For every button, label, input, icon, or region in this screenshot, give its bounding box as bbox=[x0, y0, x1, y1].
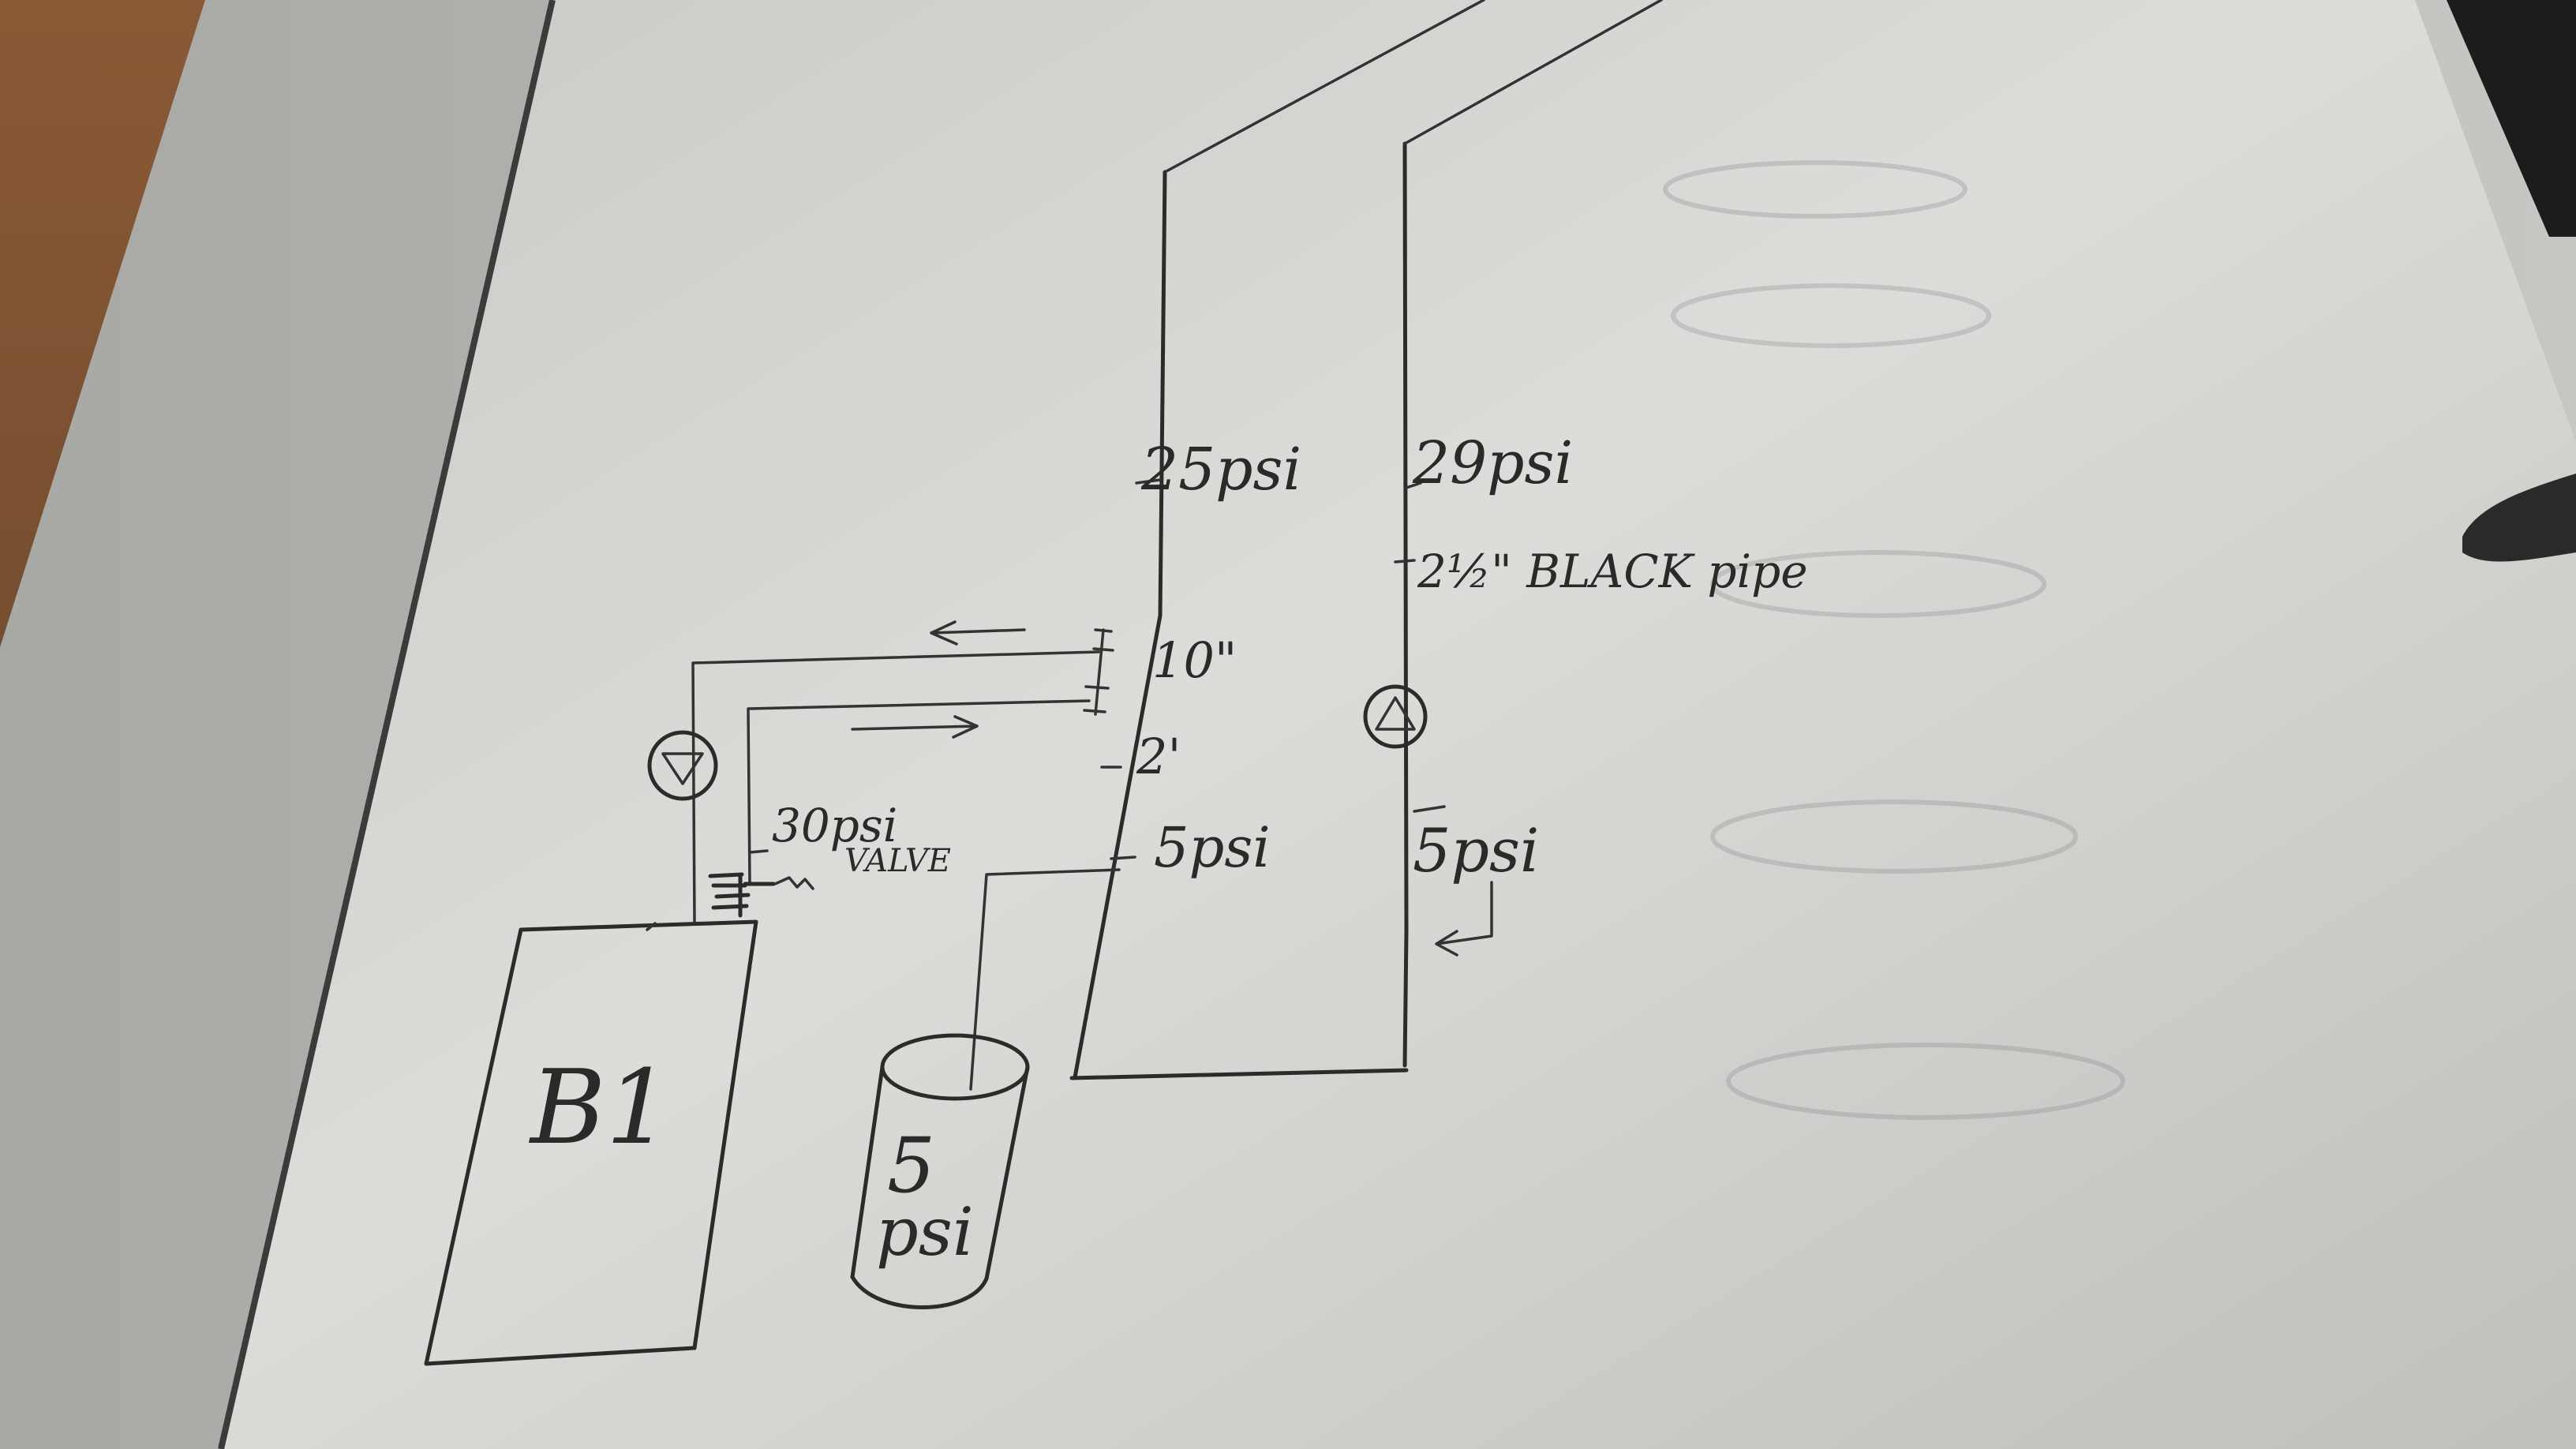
left-perspective-line bbox=[1163, 0, 1485, 174]
tick-29psi bbox=[1405, 481, 1422, 489]
expansion-tank-bottom bbox=[850, 1275, 989, 1309]
tick-pipe-spec bbox=[1394, 559, 1416, 564]
expansion-tank-body bbox=[850, 1065, 1030, 1281]
label-pipe-spec: 2½" BLACK pipe bbox=[1417, 545, 1808, 598]
circulator-pump-right bbox=[1363, 684, 1428, 749]
pump-left-triangle bbox=[661, 752, 704, 785]
right-perspective-line bbox=[1403, 0, 1663, 145]
expansion-tank-pipe bbox=[969, 868, 1121, 1091]
label-tee-distance: 2' bbox=[1136, 728, 1181, 785]
label-30psi: 30psi bbox=[772, 799, 897, 852]
flow-arrow-left bbox=[930, 620, 1026, 646]
tick-30psi bbox=[748, 849, 769, 854]
tee-marks bbox=[1083, 628, 1114, 716]
label-tank-line2: psi bbox=[876, 1193, 974, 1271]
relief-valve-icon bbox=[708, 872, 776, 918]
binder-spine bbox=[2447, 0, 2576, 237]
valve-discharge bbox=[773, 876, 814, 890]
bottom-pipe bbox=[1069, 1068, 1409, 1080]
right-pressure-arrow bbox=[1435, 881, 1493, 957]
sketch-labels: 25psi 29psi 2½" BLACK pipe 10" 2' 5psi 5… bbox=[529, 429, 1808, 1271]
binder-ring bbox=[2462, 474, 2576, 562]
label-right-5psi: 5psi bbox=[1413, 815, 1539, 886]
piping-sketch bbox=[424, 0, 1663, 1366]
bleed-through-marks bbox=[1663, 160, 2125, 1120]
page-edge bbox=[218, 0, 556, 1449]
pump-right-triangle bbox=[1375, 696, 1416, 731]
flow-arrow-right bbox=[851, 715, 979, 739]
label-29psi: 29psi bbox=[1412, 429, 1573, 497]
right-pressure-bracket bbox=[1413, 805, 1446, 813]
boiler-feed-pipe bbox=[646, 922, 657, 931]
supply-pipe-upper bbox=[691, 650, 1100, 925]
label-valve: VALVE bbox=[844, 843, 951, 879]
boiler-b1 bbox=[424, 919, 758, 1366]
circulator-pump-left bbox=[647, 730, 718, 801]
label-boiler: B1 bbox=[529, 1047, 671, 1167]
right-riser-pipe bbox=[1402, 141, 1409, 1068]
label-tank-line1: 5 bbox=[887, 1121, 935, 1210]
label-tee-spacing: 10" bbox=[1152, 631, 1237, 689]
tick-5psi-left bbox=[1110, 856, 1136, 860]
tick-25psi bbox=[1135, 478, 1162, 485]
label-25psi: 25psi bbox=[1140, 436, 1301, 504]
label-5psi-connection: 5psi bbox=[1154, 815, 1271, 880]
left-riser-pipe bbox=[1073, 170, 1167, 1080]
notebook-page bbox=[221, 0, 2576, 1449]
